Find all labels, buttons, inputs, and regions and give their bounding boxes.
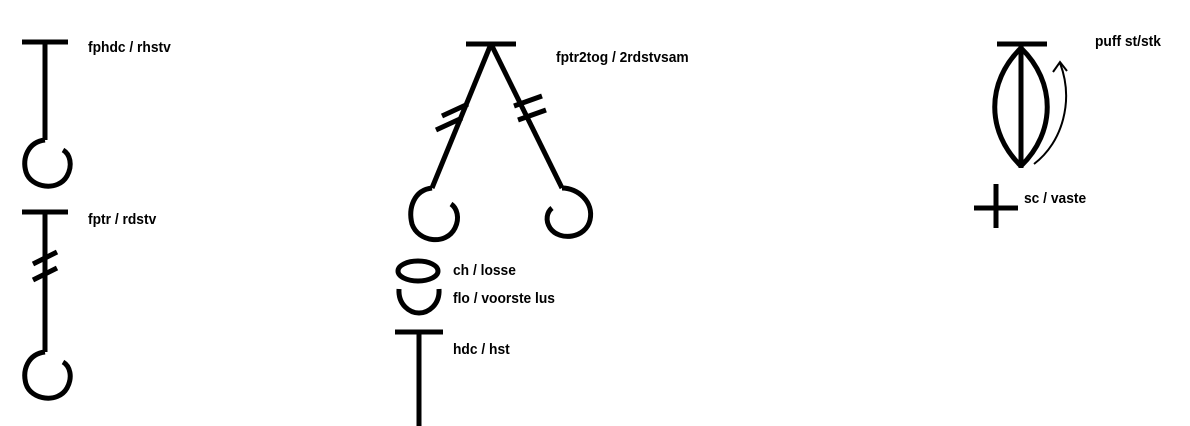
fptr2tog-label: fptr2tog / 2rdstvsam <box>556 49 689 66</box>
fphdc-label: fphdc / rhstv <box>88 39 171 56</box>
flo-symbol <box>396 288 442 316</box>
fptr2tog-symbol <box>408 41 594 243</box>
flo-label: flo / voorste lus <box>453 290 555 307</box>
ch-symbol <box>395 258 441 284</box>
sc-symbol <box>974 184 1018 228</box>
fptr-label: fptr / rdstv <box>88 211 157 228</box>
hdc-label: hdc / hst <box>453 341 510 358</box>
sc-label: sc / vaste <box>1024 190 1087 207</box>
hdc-symbol <box>395 329 443 426</box>
puff-symbol <box>992 41 1068 168</box>
ch-label: ch / losse <box>453 262 516 279</box>
puff-label: puff st/stk <box>1095 33 1161 50</box>
fphdc-symbol <box>22 39 73 189</box>
fptr-symbol <box>22 209 73 401</box>
